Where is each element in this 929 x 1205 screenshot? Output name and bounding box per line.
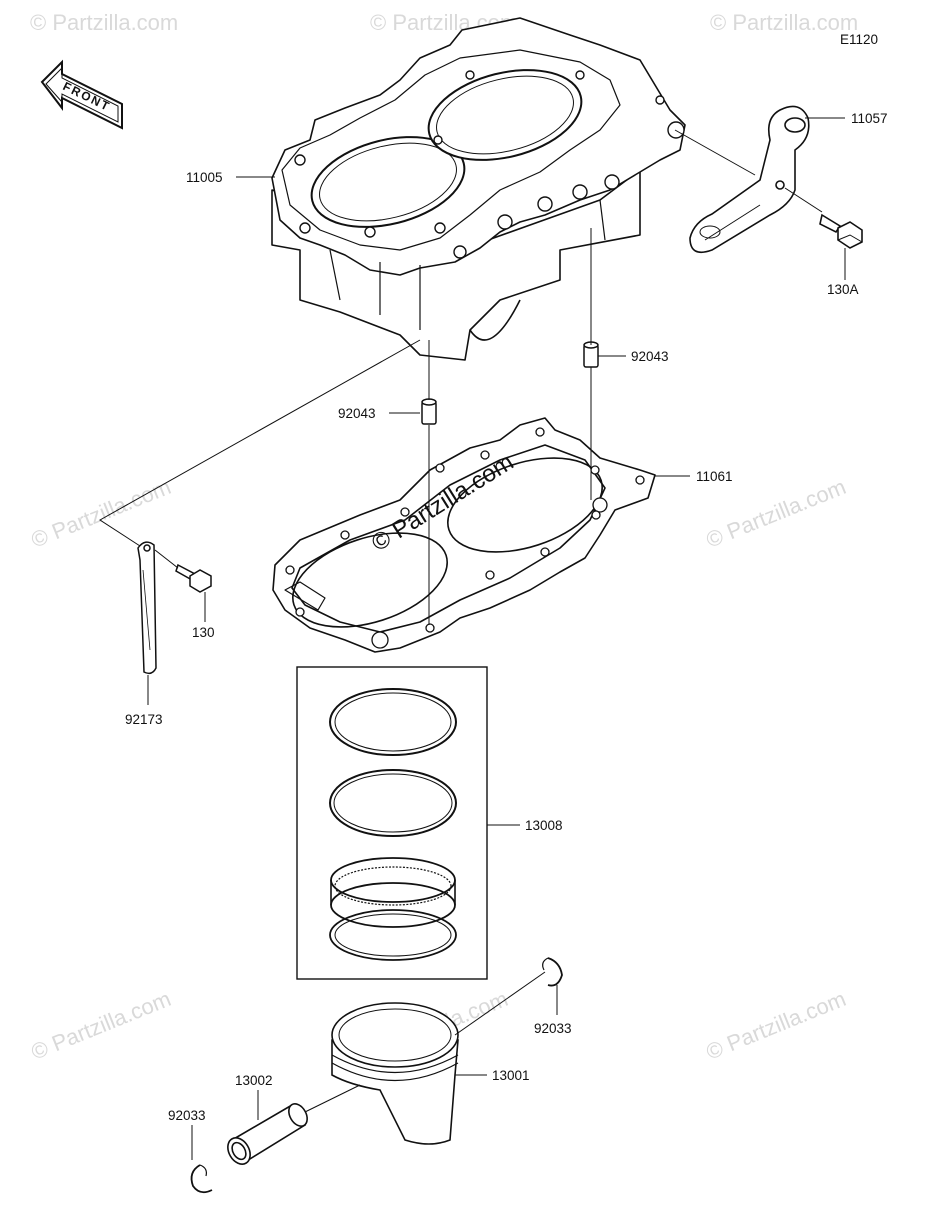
cylinder-base-gasket (272, 417, 656, 653)
callout-92033-left: 92033 (168, 1108, 206, 1123)
callout-13002: 13002 (235, 1073, 273, 1088)
watermark: © Partzilla.com (703, 986, 850, 1065)
watermark: © Partzilla.com (28, 474, 175, 553)
watermark: © Partzilla.com (703, 474, 850, 553)
callout-13008: 13008 (525, 818, 563, 833)
circlip (542, 957, 563, 987)
callout-92033-right: 92033 (534, 1021, 572, 1036)
callout-92043-right: 92043 (631, 349, 669, 364)
watermark: © Partzilla.com (30, 10, 178, 35)
callout-130: 130 (192, 625, 215, 640)
callout-92043-left: 92043 (338, 406, 376, 421)
bracket (689, 105, 810, 254)
callout-13001: 13001 (492, 1068, 530, 1083)
watermark: © Partzilla.com (28, 986, 175, 1065)
leader-lines (99, 117, 846, 1160)
piston-pin (227, 1103, 308, 1165)
watermark: © Partzilla.com (710, 10, 858, 35)
callout-11005: 11005 (186, 170, 223, 185)
callout-92173: 92173 (125, 712, 163, 727)
piston-ring-set (296, 666, 488, 980)
callout-labels: 11005 11057 130A 92043 92043 11061 130 9… (125, 111, 888, 1123)
callout-130a: 130A (827, 282, 859, 297)
piston (331, 1002, 459, 1145)
front-arrow: FRONT (40, 59, 123, 130)
bolt-130a (819, 213, 863, 249)
diagram-code: E1120 (840, 32, 878, 47)
callout-11061: 11061 (696, 469, 733, 484)
bolt-130 (175, 563, 212, 593)
dowel-pin (583, 341, 599, 368)
callout-11057: 11057 (851, 111, 888, 126)
cylinder-block (271, 17, 686, 361)
guide-strap (137, 541, 157, 675)
circlip (190, 1164, 213, 1194)
dowel-pin (421, 398, 437, 425)
